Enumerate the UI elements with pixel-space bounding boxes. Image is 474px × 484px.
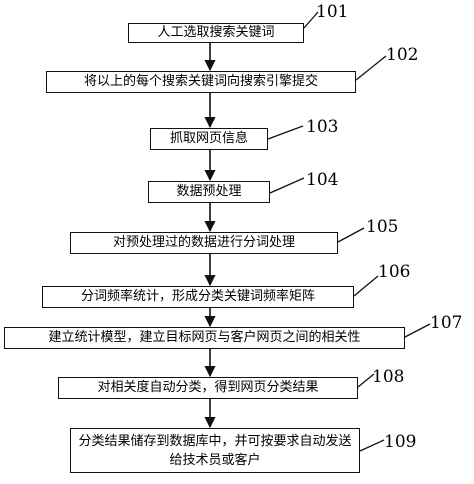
ref-number-109: 109 bbox=[384, 432, 417, 452]
ref-number-105: 105 bbox=[366, 217, 399, 237]
leader-line-103 bbox=[267, 125, 304, 140]
ref-number-104: 104 bbox=[306, 170, 339, 190]
ref-number-106: 106 bbox=[378, 262, 411, 282]
leader-line-107 bbox=[404, 323, 431, 338]
leader-line-109 bbox=[359, 439, 385, 452]
flow-step-101: 人工选取搜索关键词 bbox=[128, 23, 304, 43]
leader-line-102 bbox=[355, 55, 387, 81]
leader-line-101 bbox=[303, 11, 319, 29]
leader-line-108 bbox=[357, 373, 375, 388]
leader-line-106 bbox=[353, 275, 379, 297]
flow-step-103: 抓取网页信息 bbox=[150, 128, 268, 150]
ref-number-103: 103 bbox=[306, 117, 339, 137]
flow-step-108: 对相关度自动分类，得到网页分类结果 bbox=[58, 377, 358, 399]
leader-line-104 bbox=[269, 177, 305, 194]
reference-leader-lines bbox=[267, 11, 431, 452]
flow-step-106: 分词频率统计，形成分类关键词频率矩阵 bbox=[42, 286, 354, 308]
flow-step-102: 将以上的每个搜索关键词向搜索引擎提交 bbox=[46, 71, 356, 93]
flow-step-104: 数据预处理 bbox=[148, 181, 270, 203]
flow-step-107: 建立统计模型，建立目标网页与客户网页之间的相关性 bbox=[4, 327, 405, 349]
flow-step-105: 对预处理过的数据进行分词处理 bbox=[70, 232, 338, 254]
flow-step-109: 分类结果储存到数据库中，并可按要求自动发送给技术员或客户 bbox=[70, 428, 360, 473]
ref-number-107: 107 bbox=[430, 313, 463, 333]
ref-number-102: 102 bbox=[386, 45, 419, 65]
ref-number-108: 108 bbox=[372, 367, 405, 387]
leader-line-105 bbox=[337, 227, 365, 243]
ref-number-101: 101 bbox=[316, 2, 349, 22]
